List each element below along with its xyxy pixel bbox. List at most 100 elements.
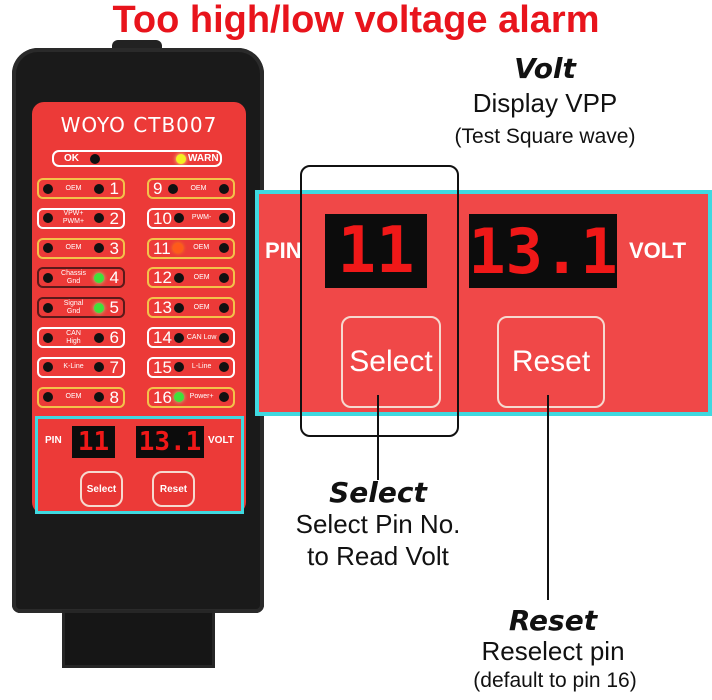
pin-socket [43,272,53,283]
select-callout-line1: Select Pin No. [295,509,461,539]
pin-number: 1 [109,179,119,198]
pin-number: 7 [109,357,119,377]
pin-socket [43,362,53,373]
pin-number: 10 [153,208,172,228]
pin-led [94,392,104,403]
ok-led [90,154,100,164]
reset-callout-line [547,395,549,600]
pin-led [94,272,104,283]
device-display-area: PIN 11 13.1 VOLT Select Reset [35,416,244,514]
pin-name: OEM [190,184,207,192]
pin-led [94,362,104,373]
pin-socket [43,183,53,194]
ok-label: OK [64,153,79,164]
volt-label: VOLT [629,238,687,263]
pin-socket [219,332,229,343]
pin-socket [218,183,229,194]
volt-label-small: VOLT [208,435,234,446]
device-brand: WOYO CTB007 [60,113,218,137]
title: Too high/low voltage alarm [112,0,600,41]
pin-8-indicator: OEM 8 [37,386,125,408]
pin-display-small: 11 [72,426,115,458]
reset-button[interactable]: Reset [497,316,605,408]
pin-name: VPW+ PWM+ [62,210,85,226]
pin-socket [43,243,53,254]
pin-name: OEM [193,273,210,281]
select-callout-line [377,395,379,480]
volt-display-small: 13.1 [136,426,204,458]
pin-name: K-Line [63,363,84,371]
pin-1-indicator: OEM 1 [37,178,125,199]
pin-led [174,392,185,403]
reset-button-small[interactable]: Reset [152,471,195,507]
reset-callout-title: Reset [508,604,598,637]
pin-14-indicator: 14 CAN Low [147,327,235,348]
select-button[interactable]: Select [341,316,441,408]
pin-socket [219,302,229,313]
pin-number: 13 [153,298,172,318]
volt-display: 13.1 [468,214,618,288]
pin-4-indicator: Chassis Gnd 4 [37,267,125,289]
pin-number: 3 [109,238,119,258]
pin-led [94,302,104,313]
select-callout-title: Select [329,476,427,509]
ok-warn-indicator: OK WARN [52,150,222,167]
select-button-small[interactable]: Select [80,471,123,507]
pin-socket [219,243,229,254]
pin-number: 12 [153,268,172,288]
pin-16-indicator: 16 Power+ [147,386,235,408]
pin-display-highlight [300,165,459,437]
pin-name: OEM [65,393,82,401]
pin-socket [43,302,53,313]
pin-2-indicator: VPW+ PWM+ 2 [37,207,125,229]
pin-led [94,213,104,224]
pin-number: 8 [109,387,119,407]
reset-callout-line1: Reselect pin [481,636,625,666]
pin-name: Chassis Gnd [61,269,86,285]
pin-name: OEM [193,244,210,252]
pin-led [94,243,104,254]
pin-number: 11 [153,238,171,258]
pin-socket [43,392,53,403]
pin-led [174,272,185,283]
obd-connector [62,610,215,668]
pin-name: L-Line [191,363,212,371]
warn-label: WARN [188,153,219,164]
pin-number: 2 [109,208,119,228]
pin-led [174,332,185,343]
pin-socket [43,332,53,343]
pin-label: PIN [265,238,302,263]
pin-name: Signal Gnd [63,299,84,315]
pin-name: OEM [65,244,82,252]
pin-number: 16 [153,387,172,407]
pin-3-indicator: OEM 3 [37,237,125,259]
pin-number: 14 [153,328,172,347]
warn-led [176,154,186,164]
pin-13-indicator: 13 OEM [147,297,235,319]
pin-led [173,243,184,254]
pin-number: 4 [109,268,119,288]
pin-number: 5 [109,298,119,318]
pin-name: Power+ [189,393,214,401]
pin-label-small: PIN [45,435,62,446]
pin-number: 15 [153,357,172,377]
pin-display: 11 [325,214,427,288]
pin-name: OEM [65,184,82,192]
volt-callout-line1: Display VPP [472,88,618,118]
pin-socket [219,213,229,224]
pin-led [94,183,104,194]
pin-12-indicator: 12 OEM [147,267,235,289]
pin-5-indicator: Signal Gnd 5 [37,297,125,319]
pin-name: OEM [193,303,210,311]
volt-callout-line2: (Test Square wave) [454,125,636,148]
volt-callout-title: Volt [514,52,576,85]
reset-callout-line2: (default to pin 16) [473,669,637,692]
pin-led [174,362,185,373]
pin-led [174,213,185,224]
enlarged-display-panel: PIN 11 13.1 VOLT Select Reset [255,190,712,416]
pin-led [167,183,178,194]
pin-name: CAN High [66,329,81,345]
pin-7-indicator: K-Line 7 [37,356,125,378]
pin-name: CAN Low [186,333,217,341]
pin-socket [43,213,53,224]
